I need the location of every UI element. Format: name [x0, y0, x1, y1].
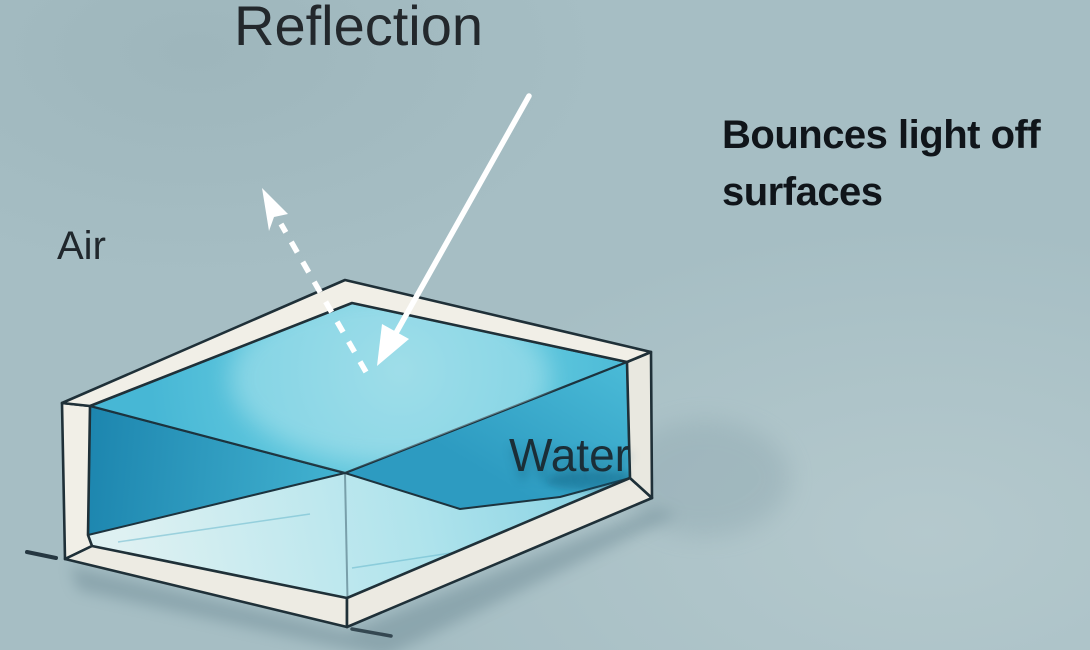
tank-frame	[60, 278, 654, 629]
incident-arrowhead-icon	[377, 324, 409, 366]
frame-right-post	[625, 350, 654, 500]
description-line-1: Bounces light off	[722, 113, 1041, 157]
ground-dash-front	[350, 627, 393, 638]
ground-dash-left	[25, 550, 58, 560]
air-label: Air	[57, 224, 106, 268]
reflected-ray-arrow	[262, 188, 369, 374]
water-label: Water	[509, 429, 630, 481]
floor-seam-line	[117, 513, 311, 543]
water-highlight	[230, 303, 550, 463]
tank-floor	[88, 473, 630, 598]
description-line-2: surfaces	[722, 170, 883, 214]
ground-shadow	[70, 508, 678, 650]
frame-left-post	[60, 401, 94, 561]
incident-ray-arrow	[377, 93, 532, 366]
diagram-title: Reflection	[234, 0, 484, 57]
side-shadow	[620, 420, 790, 536]
frame-top-rim	[60, 278, 653, 408]
reflected-arrowhead-icon	[262, 188, 288, 231]
description-text: Bounces light off surfaces	[722, 107, 1041, 221]
